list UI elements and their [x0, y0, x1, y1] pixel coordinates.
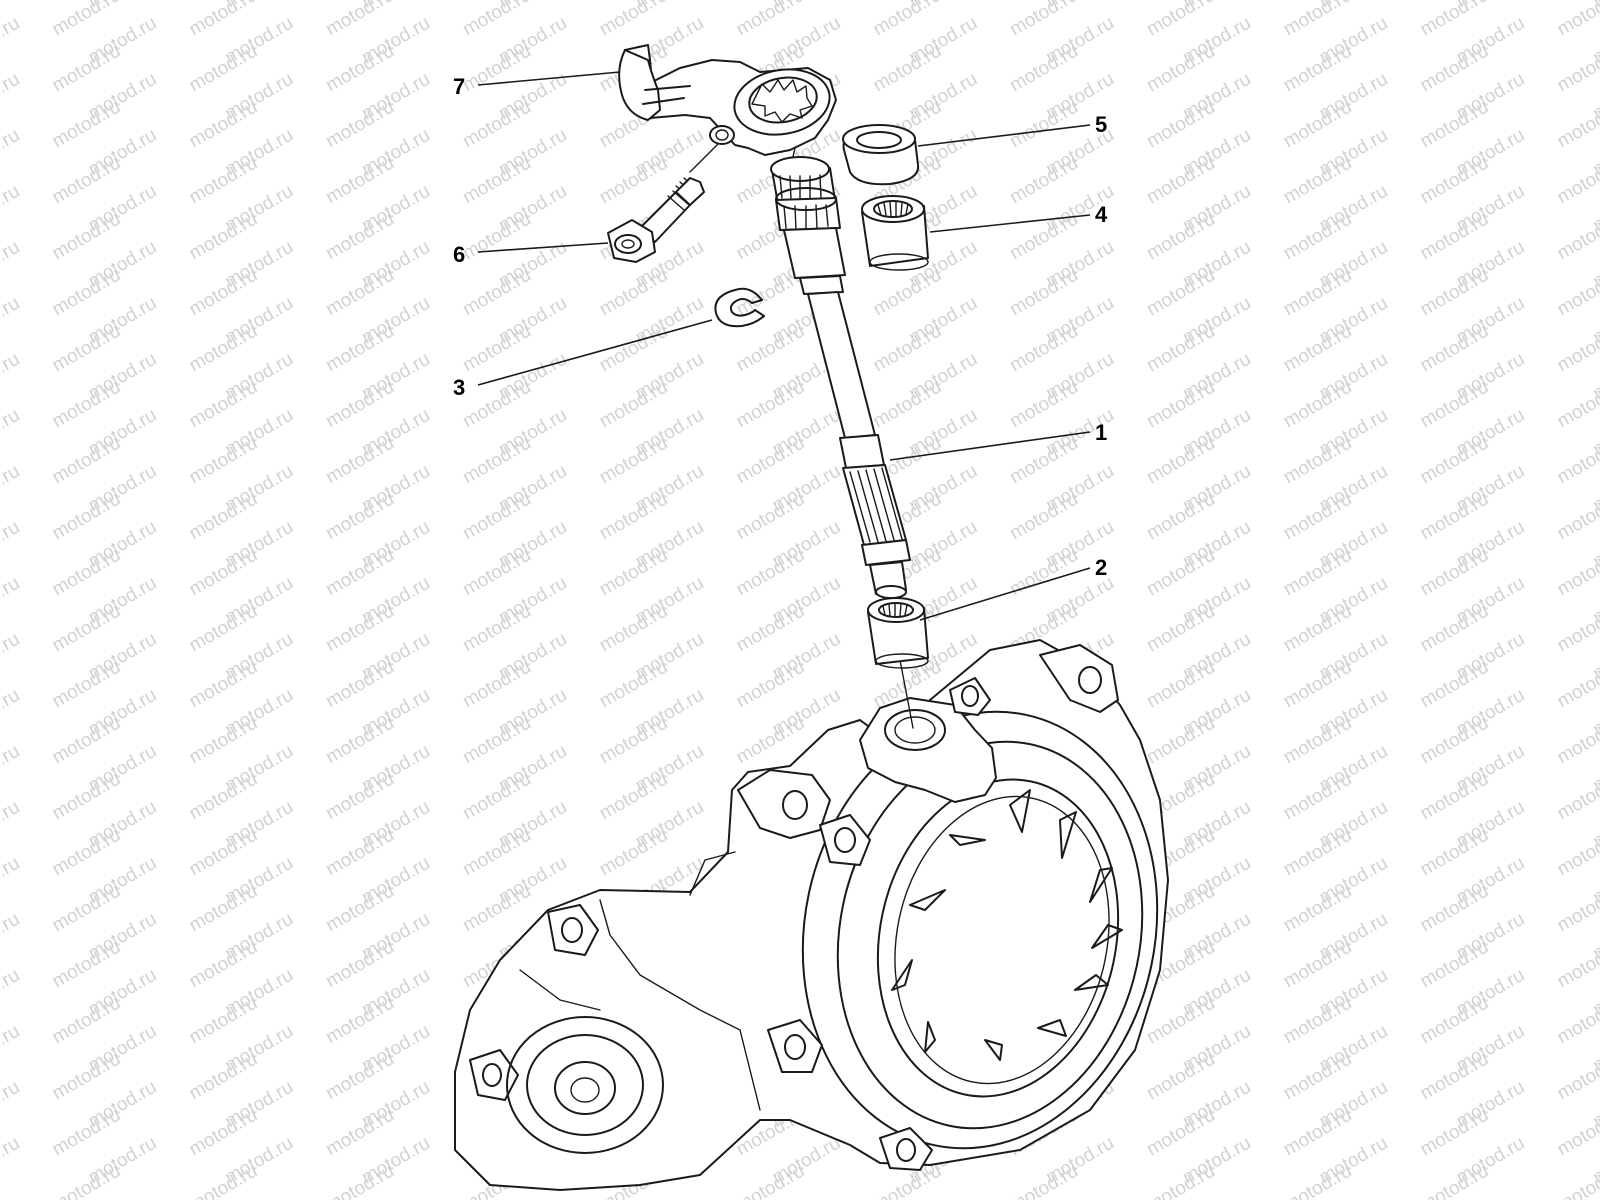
- leader-lines: [477, 71, 1091, 621]
- callout-labels: 7 5 4 6 3 1 2: [453, 74, 1108, 580]
- pinch-bolt-icon: [607, 177, 705, 263]
- callout-6: 6: [453, 242, 465, 267]
- callout-5: 5: [1095, 112, 1107, 137]
- callout-3: 3: [453, 375, 465, 400]
- callout-1: 1: [1095, 420, 1107, 445]
- needle-bushing-upper-icon: [861, 195, 929, 271]
- needle-bushing-lower-icon: [867, 597, 929, 669]
- callout-7: 7: [453, 74, 465, 99]
- shift-lever-icon: [618, 44, 837, 156]
- oil-seal-icon: [842, 124, 920, 186]
- callout-2: 2: [1095, 555, 1107, 580]
- engine-cover: [454, 639, 1169, 1191]
- shift-shaft-icon: [770, 156, 911, 599]
- callout-4: 4: [1095, 202, 1108, 227]
- circlip-icon: [714, 287, 765, 328]
